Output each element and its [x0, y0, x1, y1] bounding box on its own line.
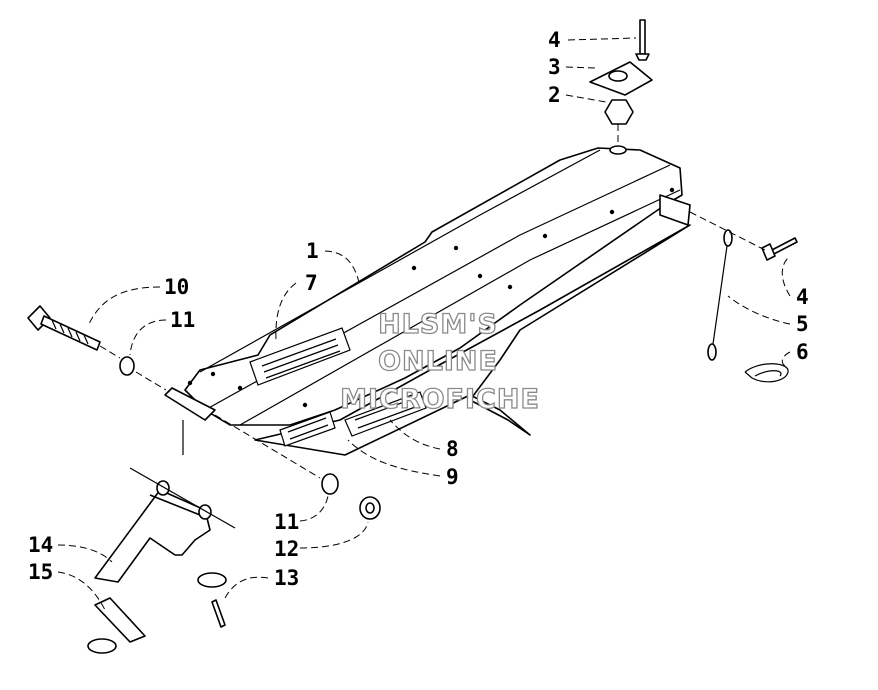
callout-6: 6 [796, 340, 809, 364]
hex-bolt-part [27, 305, 101, 351]
callout-15: 15 [28, 560, 53, 584]
warning-decal-8 [344, 391, 427, 437]
callout-4-top: 4 [548, 28, 561, 52]
callout-5: 5 [796, 312, 809, 336]
rubber-grommet-part [604, 99, 634, 125]
watermark: HLSM'S ONLINE MICROFICHE [339, 308, 540, 415]
bracket-plate-part [87, 597, 146, 654]
callout-14: 14 [28, 533, 53, 557]
callout-7: 7 [305, 271, 318, 295]
callout-11-bottom: 11 [274, 510, 299, 534]
callout-4-right: 4 [796, 285, 809, 309]
warning-decal-9 [279, 411, 336, 447]
washer-part [359, 496, 381, 520]
callout-3: 3 [548, 55, 561, 79]
watermark-line-1: HLSM'S [378, 309, 498, 340]
bracket-pin-part [211, 599, 226, 628]
hair-pin-clip-part [744, 363, 789, 383]
callout-1: 1 [306, 239, 319, 263]
callout-8: 8 [446, 437, 459, 461]
side-pin-part [761, 237, 798, 261]
mount-plate-part [589, 61, 653, 96]
bushing-bottom-part [321, 473, 339, 495]
watermark-line-2: ONLINE [378, 346, 498, 377]
callout-2: 2 [548, 83, 561, 107]
watermark-line-3: MICROFICHE [340, 384, 540, 415]
hitch-bracket-part [94, 480, 212, 583]
top-pin-part [635, 19, 650, 61]
cable-part [707, 229, 733, 361]
callout-12: 12 [274, 537, 299, 561]
callout-10: 10 [164, 275, 189, 299]
callout-9: 9 [446, 465, 459, 489]
bushing-top-part [119, 356, 135, 376]
callout-13: 13 [274, 566, 299, 590]
warning-decal-7 [249, 327, 351, 386]
bracket-washer-part [197, 572, 227, 588]
callout-11-top: 11 [170, 308, 195, 332]
